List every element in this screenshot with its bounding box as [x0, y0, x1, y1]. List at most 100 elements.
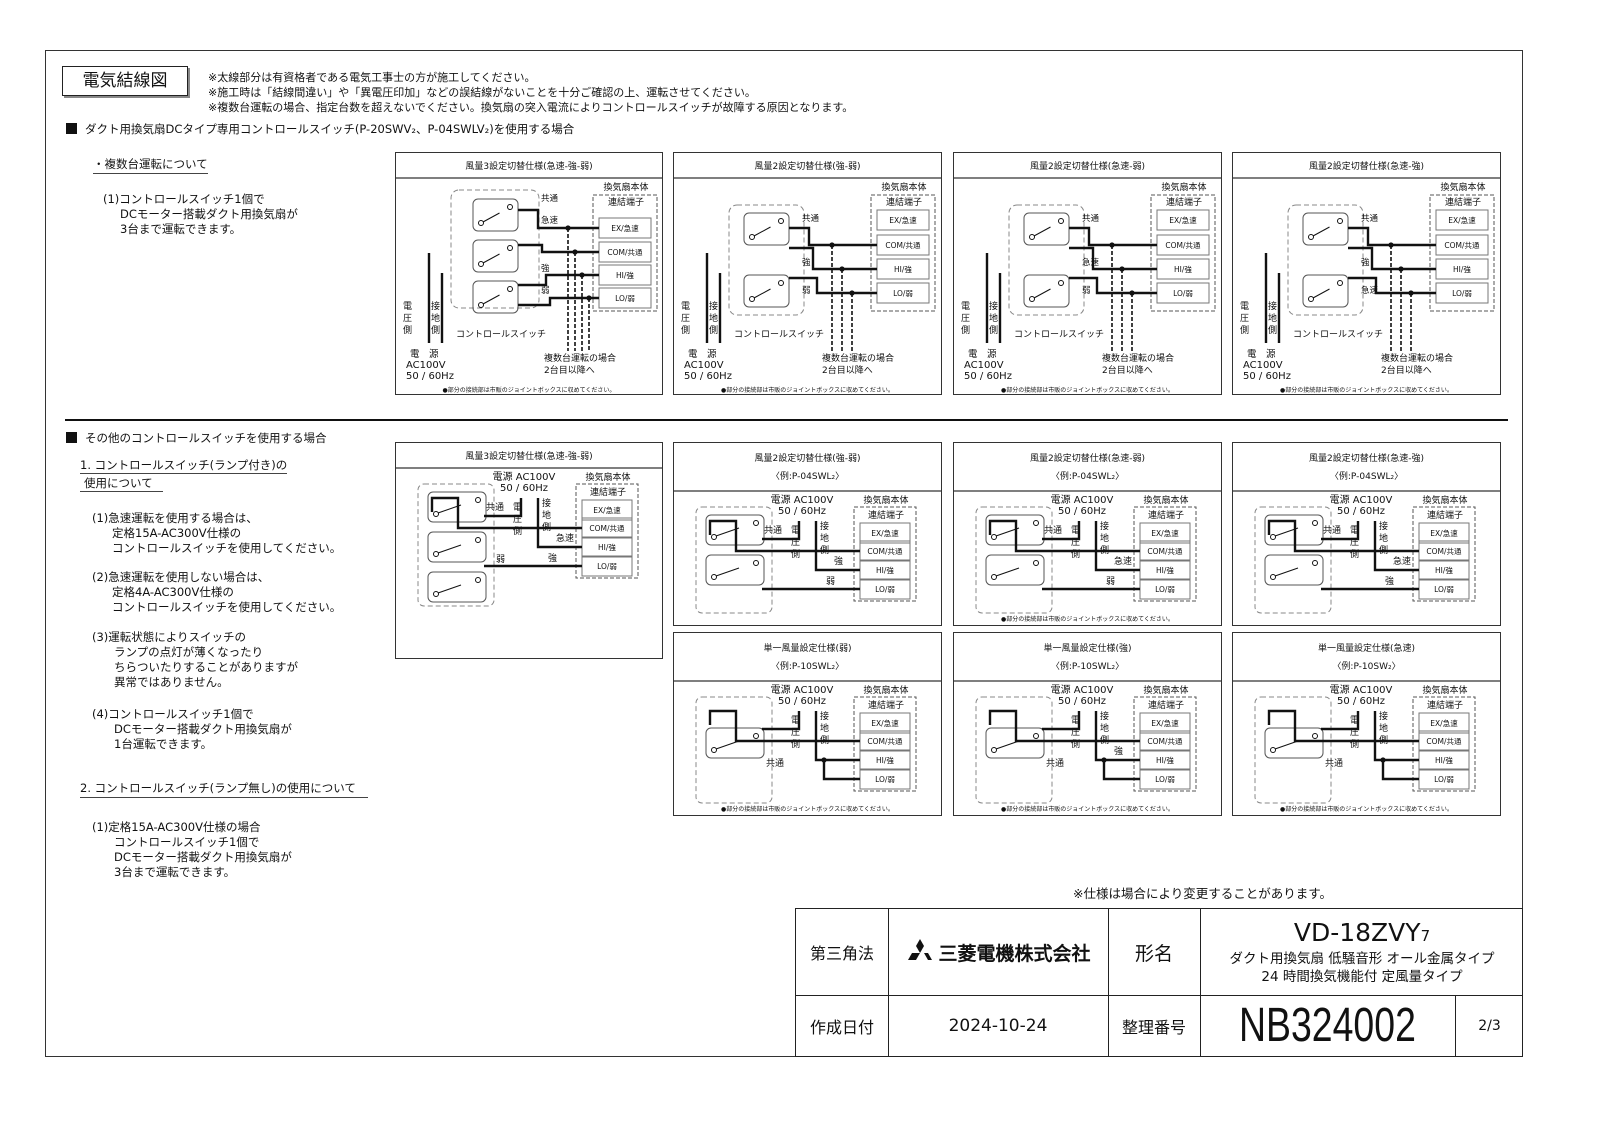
power-label: 電源 AC100V	[1051, 683, 1114, 696]
control-switch-outline	[450, 189, 540, 309]
terminal-block-label: 連結端子	[1427, 699, 1463, 711]
panel-title: 風量2設定切替仕様(強-弱)	[755, 160, 861, 172]
switch-contact	[1312, 733, 1318, 739]
terminal-block-outline	[853, 506, 917, 602]
voltage-side-label: 電圧側	[401, 301, 412, 337]
terminal-label: COM/共通	[1165, 240, 1201, 250]
switch-lever	[753, 226, 771, 237]
control-switch-outline	[1287, 204, 1364, 316]
terminal-label: HI/強	[1156, 565, 1174, 575]
multi-unit-label: 複数台運転の場合	[822, 352, 894, 364]
control-switch-label: コントロールスイッチ	[456, 329, 546, 340]
frequency-value: 50 / 60Hz	[964, 371, 1012, 382]
common-wire	[430, 496, 582, 530]
text-line: (4)コントロールスイッチ1個で	[92, 707, 254, 721]
wire-label: 共通	[766, 758, 784, 769]
terminal-0	[1139, 522, 1191, 544]
voltage-side-wire	[762, 711, 801, 731]
terminal-0	[1418, 712, 1470, 734]
fan-body-label: 換気扇本体	[1143, 494, 1188, 506]
control-switch-outline	[975, 696, 1053, 804]
switch-unit	[472, 239, 519, 273]
wire	[1069, 226, 1157, 247]
panel-title: 単一風量設定仕様(強)	[1043, 642, 1131, 654]
jumper-wire	[822, 760, 860, 781]
switch-lever	[437, 544, 462, 554]
fan-body-label: 換気扇本体	[881, 181, 926, 193]
ground-side-label: 接地側	[707, 300, 718, 337]
multi-unit-label: 複数台運転の場合	[1381, 352, 1453, 364]
terminal-0	[859, 712, 911, 734]
bullet-square-icon	[66, 432, 77, 443]
terminal-label: COM/共通	[1147, 736, 1183, 746]
terminal-0	[1156, 209, 1210, 231]
switch-lever	[753, 288, 771, 299]
frequency-value: 50 / 60Hz	[778, 696, 826, 707]
text-line: DCモーター搭載ダクト用換気扇が	[114, 722, 292, 736]
terminal-block-outline	[575, 483, 639, 579]
switch-contact	[711, 574, 717, 580]
jumper-wire	[1381, 760, 1419, 781]
note-2: ※施工時は「結線間違い」や「異電圧印加」などの誤結線がないことを十分ご確認の上、…	[208, 86, 756, 99]
switch-contact	[507, 245, 513, 251]
common-wire	[988, 519, 1140, 553]
junction-dot	[586, 295, 592, 301]
control-switch-outline	[695, 506, 773, 614]
panel-example: 〈例:P-04SWL₂〉	[1051, 470, 1124, 482]
switch-contact	[475, 537, 481, 543]
switch-contact	[478, 302, 484, 308]
fan-body-label: 換気扇本体	[1422, 684, 1467, 696]
wire-label: 急速	[1082, 257, 1100, 268]
ground-side-label: 接地側	[429, 300, 440, 337]
date-label: 作成日付	[809, 1017, 874, 1037]
terminal-label: HI/強	[1435, 565, 1453, 575]
text-line: (3)運転状態によりスイッチの	[92, 630, 247, 644]
wire	[518, 208, 599, 230]
power-label: 電源 AC100V	[1330, 493, 1393, 506]
switch-unit	[705, 554, 765, 586]
switch-unit	[427, 571, 487, 603]
wire	[1069, 276, 1157, 295]
voltage-side-label: 電圧側	[959, 301, 970, 337]
panel-example: 〈例:P-10SWL₂〉	[1051, 660, 1124, 672]
wire	[518, 296, 599, 307]
wire-label: 共通	[541, 193, 559, 204]
switch-contact	[1270, 574, 1276, 580]
ground-side-wire	[814, 521, 860, 572]
terminal-label: EX/急速	[1151, 528, 1179, 538]
panel-title: 風量2設定切替仕様(強-弱)	[755, 452, 861, 464]
ground-side-label: 接地側	[1377, 710, 1388, 747]
switch-contact	[991, 574, 997, 580]
text-line: DCモーター搭載ダクト用換気扇が	[120, 207, 298, 221]
wiring-diagram: 風量3設定切替仕様(急速-強-弱)換気扇本体連結端子EX/急速COM/共通HI/…	[396, 160, 662, 394]
switch-contact	[1033, 560, 1039, 566]
switch-lever	[715, 740, 740, 750]
junction-dot	[849, 290, 855, 296]
frequency-value: 50 / 60Hz	[778, 506, 826, 517]
wire-label: 急速	[1361, 285, 1379, 296]
common-wire	[1267, 709, 1419, 743]
terminal-label: COM/共通	[885, 240, 921, 250]
switch-unit	[472, 198, 519, 232]
document-title: 電気結線図	[62, 66, 188, 96]
wiring-diagram: 風量2設定切替仕様(強-弱)換気扇本体連結端子EX/急速COM/共通HI/強LO…	[674, 160, 941, 394]
terminal-block-label: 連結端子	[868, 699, 904, 711]
multi-unit-label: 2台目以降へ	[544, 364, 595, 376]
switch-contact	[749, 296, 755, 302]
switch-unit	[985, 554, 1045, 586]
switch-unit	[1264, 554, 1324, 586]
ground-side-label: 接地側	[987, 300, 998, 337]
wire-label: 弱	[826, 576, 835, 587]
terminal-label: LO/弱	[893, 289, 913, 298]
voltage-side-wire	[1321, 711, 1360, 731]
power-label: 電源 AC100V	[1051, 493, 1114, 506]
text-line: 1. コントロールスイッチ(ランプ付き)の	[80, 458, 288, 474]
ground-side-wire	[1094, 711, 1140, 762]
voltage-side-wire	[1321, 521, 1360, 541]
terminal-label: HI/強	[616, 270, 634, 280]
section-1-item: (1)コントロールスイッチ1個で DCモーター搭載ダクト用換気扇が 3台まで運転…	[103, 192, 298, 237]
switch-contact	[1033, 520, 1039, 526]
wire	[789, 276, 877, 295]
